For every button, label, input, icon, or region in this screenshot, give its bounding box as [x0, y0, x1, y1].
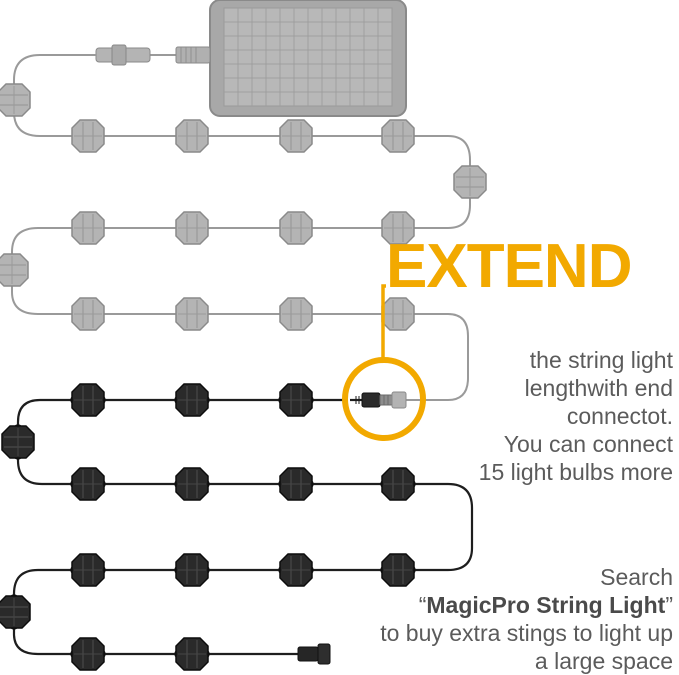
description-line: the string light: [529, 347, 673, 373]
extend-description: the string light lengthwith end connecto…: [413, 346, 673, 486]
close-quote: ”: [665, 592, 673, 618]
search-line: to buy extra stings to light up: [380, 620, 673, 646]
connector-icon: [350, 391, 420, 409]
open-quote: “: [418, 592, 427, 618]
extend-headline: EXTEND: [386, 232, 632, 301]
description-line: lengthwith end: [524, 375, 673, 401]
brand-name: MagicPro String Light: [426, 592, 666, 618]
search-line: Search: [600, 564, 673, 590]
description-line: You can connect: [503, 431, 673, 457]
description-line: 15 light bulbs more: [478, 459, 673, 485]
search-line: a large space: [534, 648, 673, 674]
search-note: Search “MagicPro String Light” to buy ex…: [293, 563, 673, 675]
solar-panel-icon: [209, 0, 407, 117]
end-cap-icon: [297, 643, 331, 665]
search-brand-line: “MagicPro String Light”: [293, 591, 673, 619]
description-line: connectot.: [566, 403, 673, 429]
existing-string: [11, 54, 471, 401]
panel-cable: [40, 44, 211, 66]
